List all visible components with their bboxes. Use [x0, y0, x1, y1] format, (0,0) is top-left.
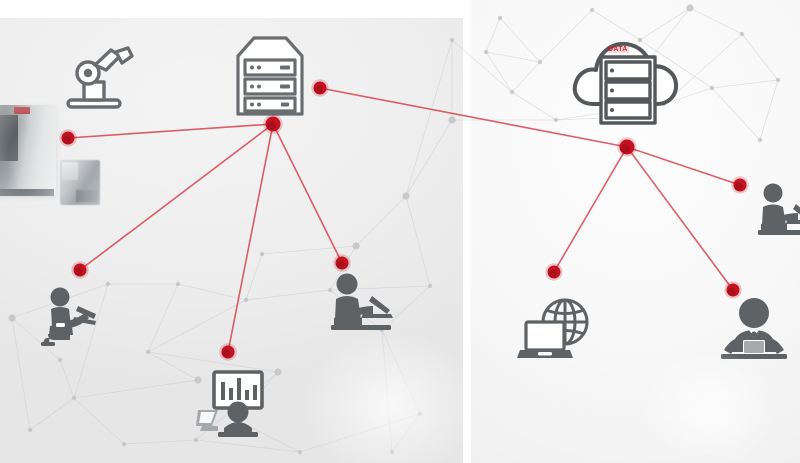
cloud-brand-label: DATA [607, 46, 629, 53]
robot-arm-icon [58, 38, 134, 112]
person-at-desk-icon [328, 272, 396, 334]
machine-red-accent [14, 107, 30, 114]
module-shadow [76, 190, 98, 202]
machine-module-photo [60, 160, 100, 205]
person-at-desk-partial-icon [756, 182, 800, 238]
machine-base [0, 189, 54, 196]
machine-dark-panel [0, 115, 18, 161]
top-white-strip [0, 0, 463, 18]
laptop-with-globe-icon [517, 296, 594, 366]
panel-divider-gap [463, 0, 471, 463]
server-rack-icon [232, 34, 308, 118]
person-with-laptop-icon [38, 286, 102, 348]
industrial-machine-photo [0, 105, 56, 196]
cloud-server-icon [568, 22, 688, 132]
person-at-monitor-icon [196, 366, 268, 438]
person-front-view-icon [718, 296, 790, 364]
module-lid [62, 162, 78, 180]
